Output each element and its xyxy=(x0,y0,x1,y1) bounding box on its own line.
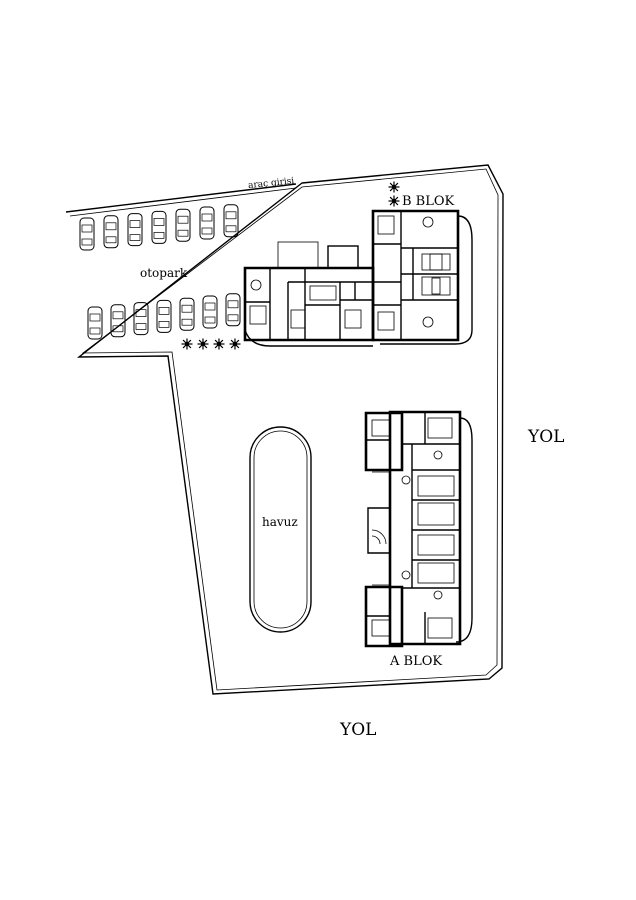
parking-car xyxy=(103,215,119,249)
block-b-label: B BLOK xyxy=(402,194,455,209)
parking-car xyxy=(110,304,126,338)
parking-car xyxy=(87,306,103,340)
shrub xyxy=(213,338,225,350)
parking-car xyxy=(151,210,167,244)
shrub xyxy=(388,195,400,207)
parking-car xyxy=(79,217,95,251)
parking-car xyxy=(179,297,195,331)
site-boundary xyxy=(65,164,504,695)
block-a: A BLOK xyxy=(364,410,473,669)
parking-row-bottom xyxy=(87,293,241,340)
parking-car xyxy=(156,299,172,333)
shrub xyxy=(197,338,209,350)
pool: havuz xyxy=(249,426,312,633)
parking-car xyxy=(225,293,241,327)
parking-area: otopark xyxy=(79,204,241,340)
parking-car xyxy=(175,208,191,242)
parking-car xyxy=(133,302,149,336)
road-label-right: YOL xyxy=(527,427,564,447)
block-a-label: A BLOK xyxy=(389,654,442,669)
parking-car xyxy=(127,213,143,247)
road-label-bottom: YOL xyxy=(339,720,376,740)
parking-label: otopark xyxy=(140,266,188,280)
parking-car xyxy=(199,206,215,240)
shrub xyxy=(181,338,193,350)
shrub xyxy=(229,338,241,350)
entrance-label: araç girişi xyxy=(248,176,295,191)
parking-car xyxy=(202,295,218,329)
shrub xyxy=(388,181,400,193)
block-b: B BLOK xyxy=(243,194,473,347)
parking-row-top xyxy=(79,204,239,251)
pool-label: havuz xyxy=(262,515,298,529)
shrubs xyxy=(181,181,400,350)
parking-car xyxy=(223,204,239,238)
